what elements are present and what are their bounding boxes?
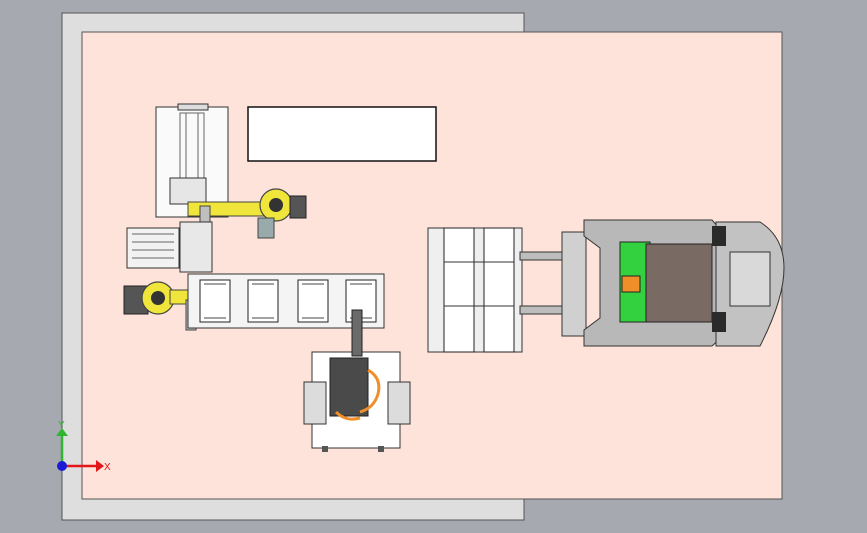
forklift[interactable] <box>519 219 785 347</box>
coordinate-triad: X Y <box>56 420 111 473</box>
triad-x-label: X <box>104 462 111 473</box>
processing-machine[interactable] <box>303 309 411 452</box>
tray-conveyor[interactable] <box>187 273 385 329</box>
tray <box>247 279 279 323</box>
info-box <box>247 106 437 162</box>
tray <box>199 279 231 323</box>
fixture-station[interactable] <box>126 221 213 273</box>
vertical-storage-machine[interactable] <box>155 103 229 218</box>
robot-arm-upper[interactable] <box>187 188 307 239</box>
triad-y-label: Y <box>58 420 65 431</box>
pallet-rack[interactable] <box>427 227 523 353</box>
tray <box>297 279 329 323</box>
